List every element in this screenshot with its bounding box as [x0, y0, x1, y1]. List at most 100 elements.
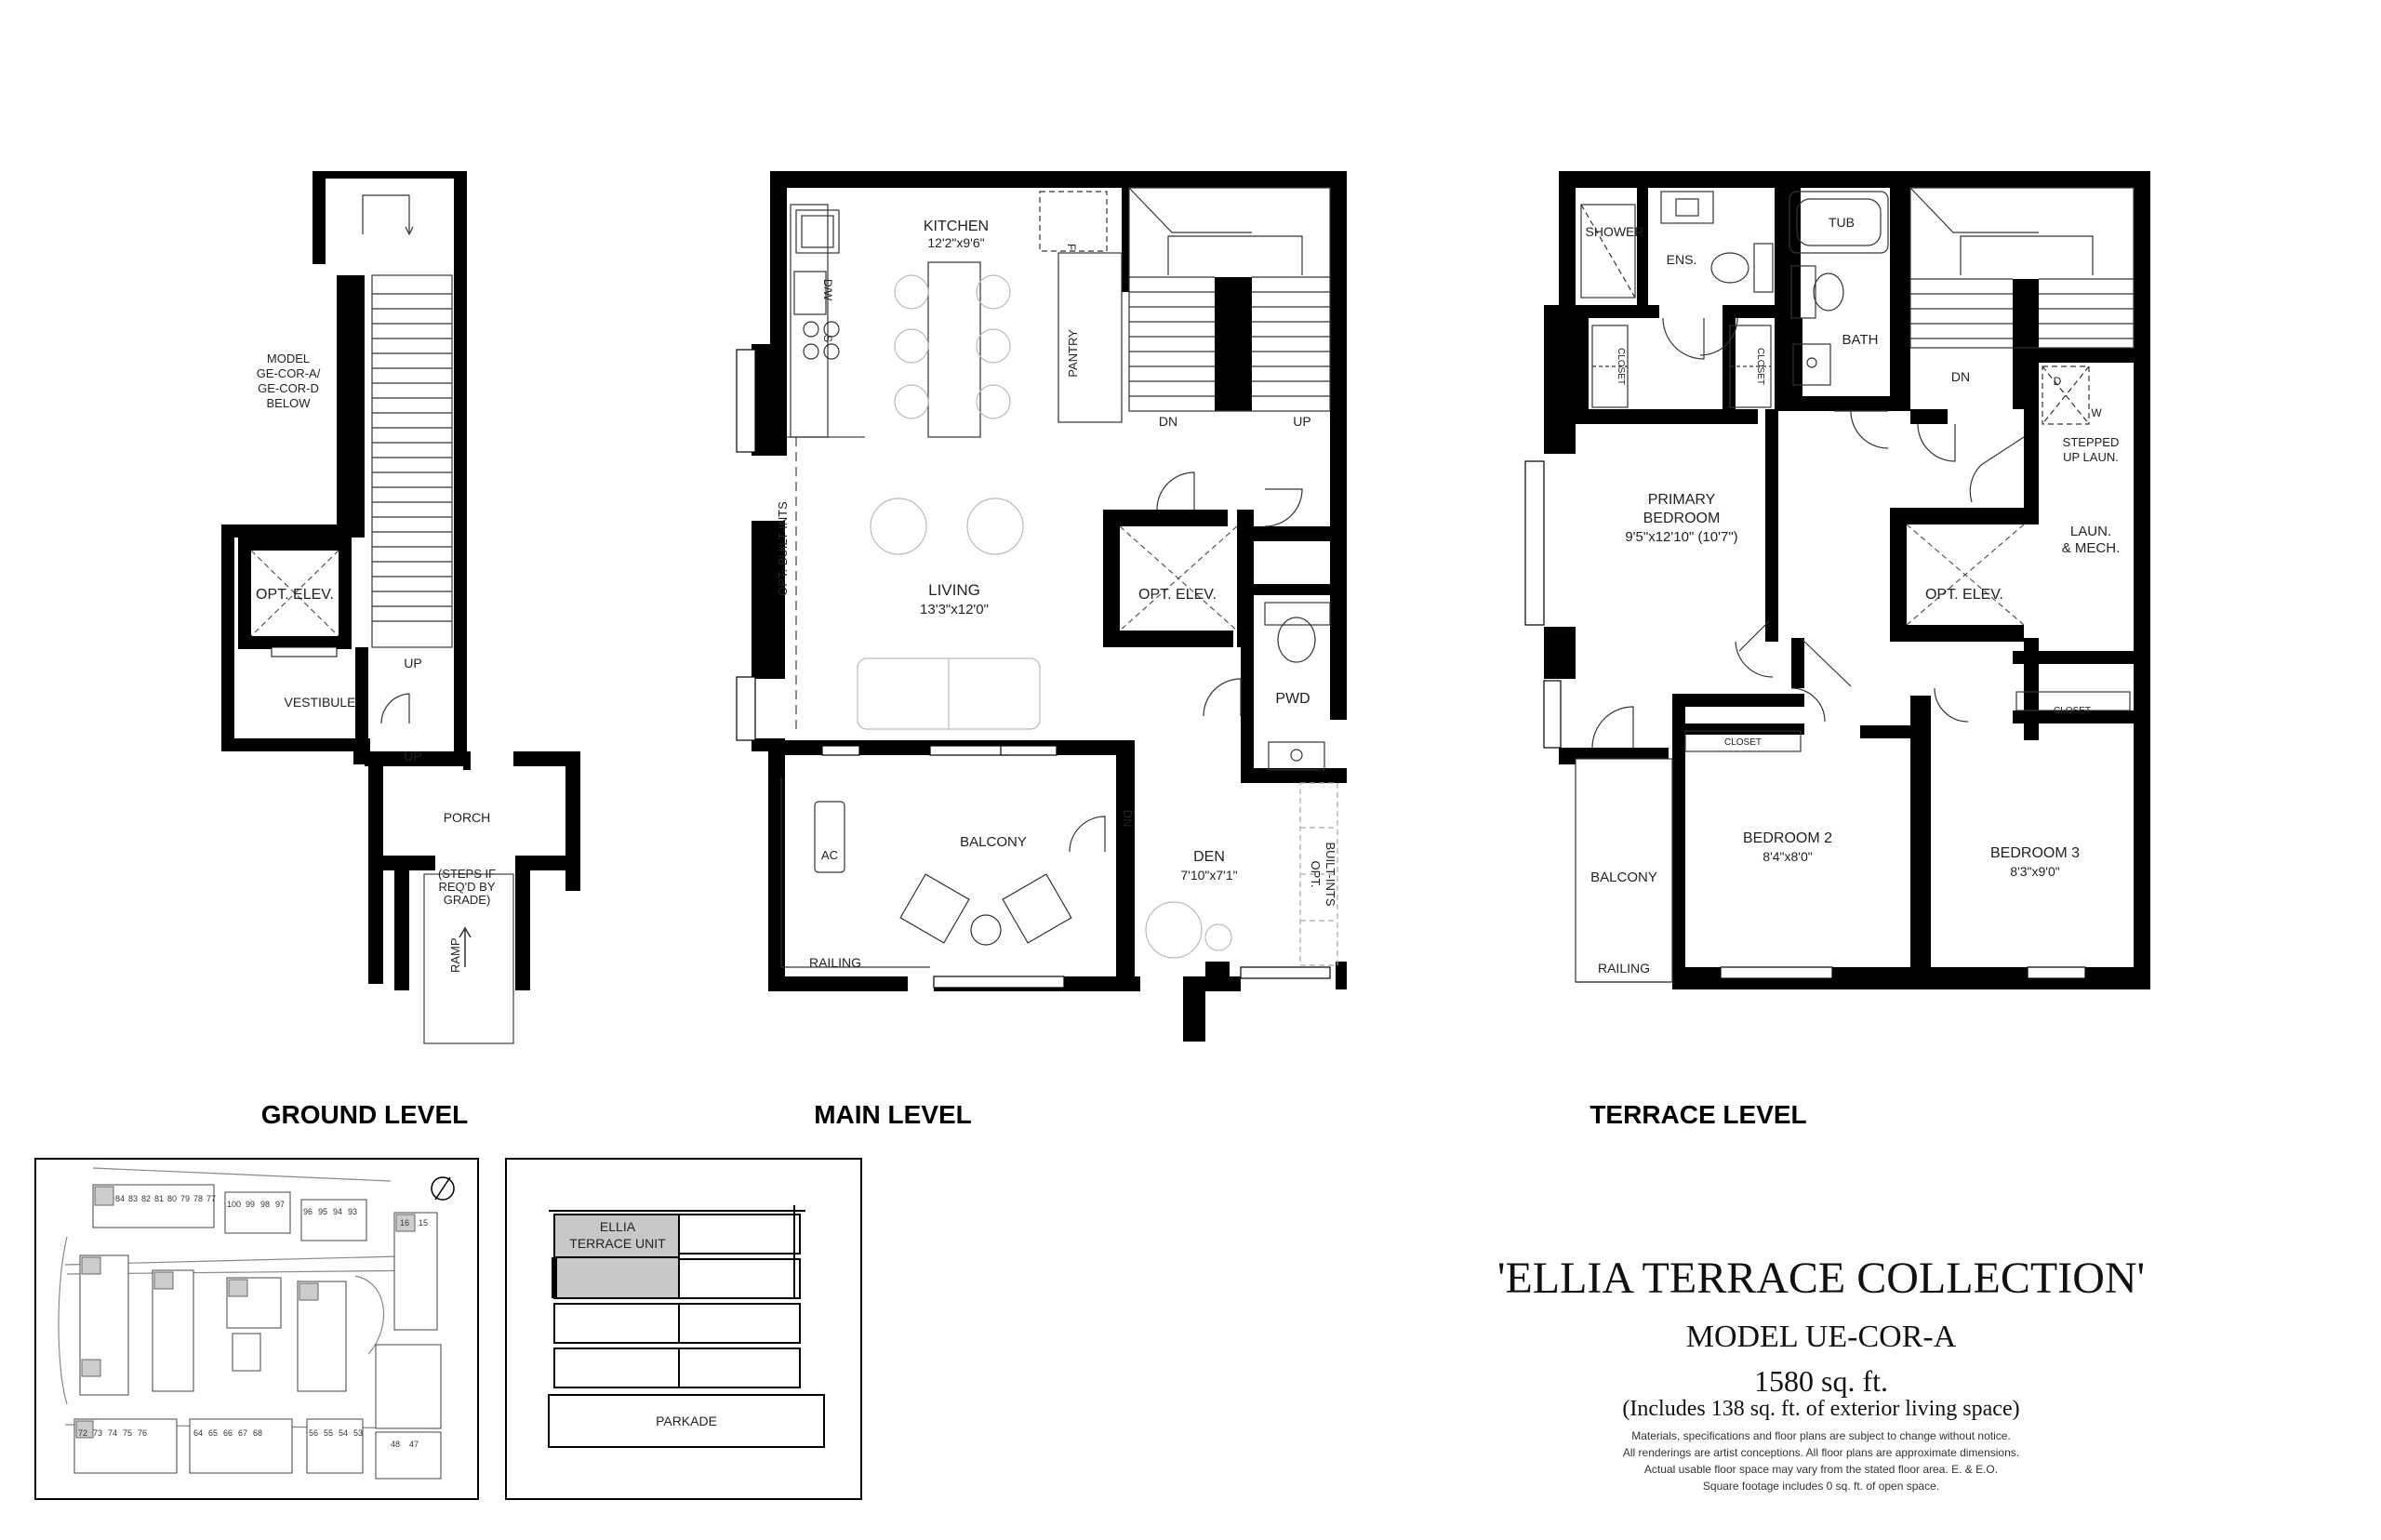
unit-number: 65	[208, 1428, 218, 1438]
unit-number: 55	[324, 1428, 333, 1438]
site-key-plan: 84 83 82 81 80 79 78 77 100 99 98 97 96 …	[34, 1158, 479, 1500]
terrace-doors	[1591, 317, 2025, 749]
den-label: DEN	[1193, 849, 1225, 865]
unit-number: 72	[78, 1428, 87, 1438]
washer-label: W	[2091, 406, 2102, 419]
main-doors	[1069, 471, 1303, 853]
unit-number: 67	[238, 1428, 247, 1438]
unit-number: 81	[154, 1194, 164, 1203]
ramp	[423, 873, 514, 1044]
unit-number: 99	[246, 1200, 255, 1209]
main-opt-elevator	[1119, 525, 1238, 631]
unit-number: 56	[309, 1428, 318, 1438]
disclaimer-line: Materials, specifications and floor plan…	[1631, 1429, 2011, 1442]
unit-number: 94	[333, 1207, 342, 1216]
terrace-opt-elev-label: OPT. ELEV.	[1925, 587, 2003, 603]
living-dim: 13'3"x12'0"	[920, 602, 989, 617]
dishwasher-label: D/W	[821, 279, 834, 301]
closet-label: CLOSET	[2054, 706, 2091, 716]
ground-level-plan: MODEL GE-COR-A/ GE-COR-D BELOW OPT. ELEV…	[221, 171, 580, 1044]
main-stair-up-label: UP	[1293, 414, 1310, 429]
kitchen-counters	[790, 191, 1123, 438]
terrace-stair	[1909, 187, 2135, 349]
square-footage: 1580 sq. ft.	[1754, 1364, 1888, 1398]
terrace-windows	[1524, 460, 2086, 979]
stove-label: S	[821, 335, 834, 342]
den-built-ins	[1299, 782, 1338, 966]
model-note-line: BELOW	[267, 396, 312, 410]
section-unit-label-line: TERRACE UNIT	[569, 1236, 666, 1251]
unit-number: 96	[303, 1207, 313, 1216]
unit-number: 100	[227, 1200, 241, 1209]
vestibule-door	[380, 693, 410, 724]
unit-number: 64	[193, 1428, 203, 1438]
porch-label: PORCH	[444, 810, 491, 825]
unit-number: 78	[193, 1194, 203, 1203]
main-railing-label: RAILING	[809, 955, 861, 970]
unit-number: 53	[353, 1428, 363, 1438]
porch-up-label: UP	[404, 749, 421, 763]
unit-number: 66	[223, 1428, 233, 1438]
closet-label: CLOSET	[1724, 737, 1762, 748]
unit-number: 16	[400, 1218, 409, 1228]
main-windows	[736, 349, 1331, 989]
main-stair	[1128, 187, 1331, 412]
den-built-ins-label: BUILT-INTS	[1324, 842, 1337, 906]
unit-number: 93	[348, 1207, 357, 1216]
title-block: 'ELLIA TERRACE COLLECTION' MODEL UE-COR-…	[1497, 1254, 2145, 1493]
terrace-balcony-label: BALCONY	[1590, 870, 1657, 885]
building-section-diagram: ELLIA TERRACE UNIT PARKADE	[505, 1158, 862, 1500]
disclaimer-line: Square footage includes 0 sq. ft. of ope…	[1703, 1480, 1939, 1493]
primary-bedroom-dim: 9'5"x12'10" (10'7")	[1625, 529, 1737, 545]
unit-number: 82	[141, 1194, 151, 1203]
ground-stair-up-label: UP	[404, 656, 421, 670]
model-note-line: GE-COR-D	[258, 381, 319, 395]
unit-number: 47	[409, 1440, 419, 1449]
terrace-walls	[1544, 171, 2150, 989]
bedroom2-label: BEDROOM 2	[1743, 830, 1832, 846]
unit-number: 83	[128, 1194, 138, 1203]
unit-number: 95	[318, 1207, 327, 1216]
ground-opt-elev-label: OPT. ELEV.	[256, 587, 334, 603]
terrace-stair-dn-label: DN	[1951, 369, 1970, 384]
living-label: LIVING	[928, 581, 980, 599]
main-walls	[752, 171, 1347, 1042]
ramp-label: RAMP	[448, 937, 462, 973]
main-level-title: MAIN LEVEL	[814, 1100, 972, 1129]
ac-label: AC	[821, 848, 838, 862]
primary-bedroom-line: BEDROOM	[1643, 511, 1721, 526]
model-note-line: GE-COR-A/	[257, 366, 321, 380]
unit-number: 84	[115, 1194, 125, 1203]
disclaimer-line: Actual usable floor space may vary from …	[1644, 1463, 1998, 1476]
key-plan-highlight-blocks	[75, 1186, 416, 1439]
unit-number: 48	[391, 1440, 400, 1449]
opt-built-ins-label: OPT. BUILT-INTS	[776, 501, 790, 596]
kitchen-label: KITCHEN	[924, 219, 989, 234]
shower-label: SHOWER	[1586, 224, 1644, 239]
terrace-level-plan: SHOWER ENS. TUB BATH CLOSET CLOSET CLOSE…	[1524, 171, 2150, 989]
unit-number: 97	[275, 1200, 285, 1209]
den-opt-label: OPT.	[1309, 861, 1323, 888]
collection-title: 'ELLIA TERRACE COLLECTION'	[1497, 1254, 2145, 1303]
steps-note-line: REQ'D BY	[439, 880, 496, 894]
primary-bedroom-line: PRIMARY	[1648, 492, 1716, 508]
tub-label: TUB	[1829, 215, 1855, 230]
bedroom3-label: BEDROOM 3	[1990, 845, 2080, 861]
laundry-appliances	[2042, 365, 2090, 425]
fridge-label: F	[1065, 244, 1078, 250]
unit-number: 80	[167, 1194, 177, 1203]
terrace-level-title: TERRACE LEVEL	[1590, 1100, 1806, 1129]
unit-number: 75	[123, 1428, 132, 1438]
ground-walls	[221, 171, 580, 990]
den-dim: 7'10"x7'1"	[1180, 868, 1237, 883]
main-level-plan: KITCHEN 12'2"x9'6" D/W S F PANTRY DN UP …	[736, 171, 1347, 1042]
steps-note-line: (STEPS IF	[438, 867, 496, 881]
kitchen-stools	[894, 274, 1011, 419]
pwd-label: PWD	[1275, 691, 1310, 707]
ground-level-title: GROUND LEVEL	[261, 1100, 468, 1129]
parkade-label: PARKADE	[656, 1414, 717, 1428]
vestibule-label: VESTIBULE	[284, 695, 355, 710]
pantry-label: PANTRY	[1066, 329, 1080, 378]
section-unit-label-line: ELLIA	[600, 1219, 636, 1234]
balcony-elements	[780, 777, 1072, 968]
